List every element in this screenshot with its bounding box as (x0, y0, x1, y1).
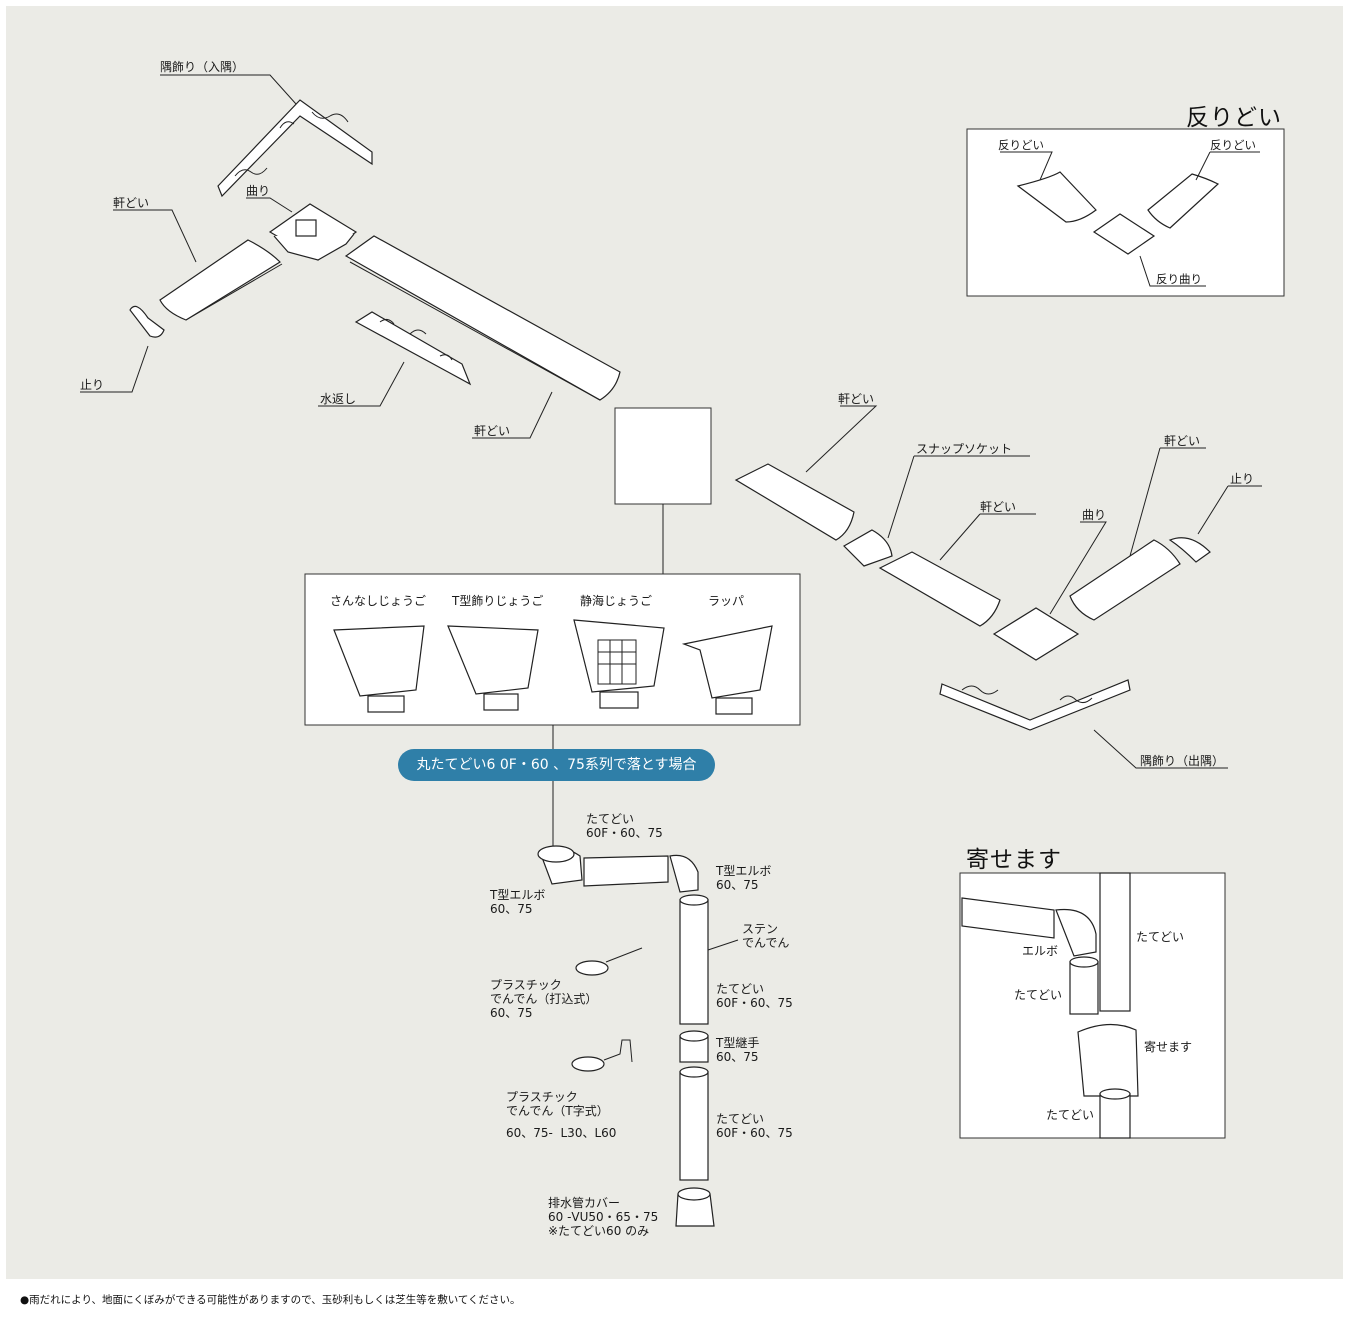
label-nokidoi-r1: 軒どい (838, 392, 875, 406)
label-plastic-tji: プラスチック でんでん（T字式） (506, 1090, 609, 1118)
label-yose-yosemasu: 寄せます (1144, 1040, 1193, 1054)
leader-lines-sori (1000, 151, 1260, 287)
label-t-tsugite: T型継手 60、75 (716, 1036, 760, 1064)
label-jougo-seikai: 静海じょうご (580, 594, 653, 608)
label-snap-socket: スナップソケット (916, 442, 1013, 456)
label-tatedoi-mid: たてどい 60F・60、75 (716, 982, 793, 1010)
label-jougo-tkazari: T型飾りじょうご (452, 594, 544, 608)
label-mizugaeshi: 水返し (320, 392, 357, 406)
label-magari-top: 曲り (246, 184, 271, 198)
label-plastic-uchikomi: プラスチック でんでん（打込式） 60、75 (490, 978, 598, 1020)
label-yose-elbow: エルボ (1022, 944, 1059, 958)
label-t-elbow-right: T型エルボ 60、75 (716, 864, 772, 892)
placeholder-square (614, 407, 712, 505)
jougo-tkazari-part (447, 625, 539, 711)
leader-lines-right (805, 405, 1262, 769)
label-magari-r: 曲り (1082, 508, 1107, 522)
sumikazari-iri-part (217, 99, 373, 198)
label-yose-tatedoi-left: たてどい (1014, 988, 1063, 1002)
nokidoi-r1-part (734, 463, 855, 541)
sori-parts (1016, 171, 1220, 255)
snap-socket-part (843, 529, 893, 567)
series-pill: 丸たてどい6 0F・60 、75系列で落とす場合 (398, 749, 715, 781)
tomari-left-part (129, 305, 165, 338)
jougo-seikai-part (573, 619, 665, 709)
label-tatedoi-low: たてどい 60F・60、75 (716, 1112, 793, 1140)
label-t-elbow-left: T型エルボ 60、75 (490, 888, 546, 916)
label-haisui-cover: 排水管カバー 60 -VU50・65・75 ※たてどい60 のみ (548, 1196, 659, 1238)
label-sori-right: 反りどい (1210, 138, 1256, 152)
tomari-r-part (1168, 537, 1211, 563)
nokidoi-r2-part (878, 551, 1001, 627)
label-sten-denden: ステン でんでん (742, 922, 790, 950)
sori-title: 反りどい (1186, 105, 1282, 131)
label-plastic-tji-size: 60、75- L30、L60 (506, 1126, 617, 1140)
jougo-sannashi-part (333, 625, 425, 713)
nokidoi-left-part (159, 239, 283, 321)
label-sori-magari: 反り曲り (1156, 272, 1202, 286)
jougo-rappa-part (681, 625, 773, 715)
label-nokidoi-left: 軒どい (113, 196, 150, 210)
label-nokidoi-center: 軒どい (474, 424, 511, 438)
label-nokidoi-r3: 軒どい (1164, 434, 1201, 448)
downspout-parts (537, 845, 739, 1227)
label-yose-tatedoi-right: たてどい (1136, 930, 1185, 944)
yose-parts (961, 872, 1139, 1139)
label-nokidoi-r2: 軒どい (980, 500, 1017, 514)
magari-r-part (992, 607, 1080, 661)
yose-title: 寄せます (966, 847, 1062, 873)
label-sori-left: 反りどい (998, 138, 1044, 152)
magari-top-part (268, 203, 358, 261)
label-sumikazari-de: 隅飾り（出隅） (1140, 754, 1225, 768)
mizugaeshi-part (354, 311, 472, 386)
label-sumikazari-iri: 隅飾り（入隅） (160, 60, 245, 74)
sori-box (966, 128, 1285, 297)
leader-lines-top-left (80, 74, 553, 439)
label-yose-tatedoi-bottom: たてどい (1046, 1108, 1095, 1122)
label-tomari-right: 止り (1230, 472, 1255, 486)
nokidoi-long-part (344, 235, 621, 401)
label-tatedoi-top: たてどい 60F・60、75 (586, 812, 663, 840)
label-jougo-sannashi: さんなしじょうご (330, 594, 427, 608)
sumikazari-de-part (939, 679, 1131, 731)
label-jougo-rappa: ラッパ (708, 594, 745, 608)
nokidoi-r3-part (1069, 539, 1181, 621)
footnote: ●雨だれにより、地面にくぼみができる可能性がありますので、玉砂利もしくは芝生等を… (20, 1294, 521, 1306)
label-tomari-left: 止り (80, 378, 105, 392)
